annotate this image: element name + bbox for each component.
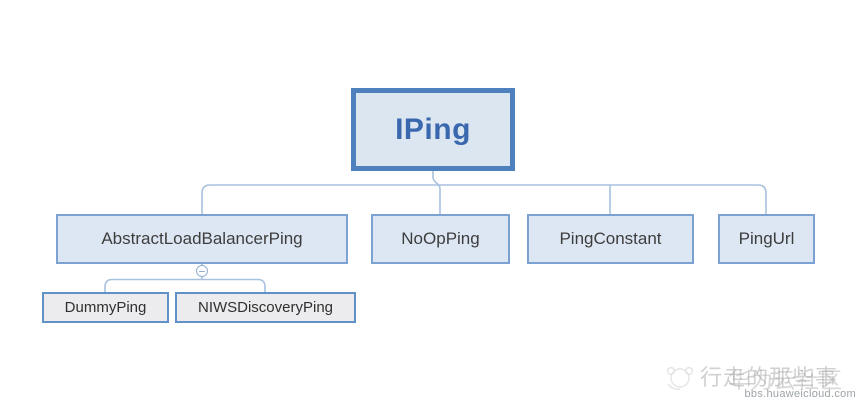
- watermark: 行走的那些事 华为云社区 bbs.huaweicloud.com: [660, 358, 860, 408]
- watermark-url: bbs.huaweicloud.com: [744, 388, 856, 400]
- collapse-minus-icon[interactable]: [196, 265, 208, 277]
- watermark-text-secondary: 华为云社区: [728, 368, 844, 393]
- node-abstractloadbalancerping[interactable]: AbstractLoadBalancerPing: [56, 214, 348, 264]
- watermark-logo-icon: [666, 366, 694, 390]
- node-dummyping[interactable]: DummyPing: [42, 292, 169, 323]
- connector-root-to-noopping: [432, 171, 441, 214]
- node-iping[interactable]: IPing: [351, 88, 515, 171]
- node-niwsdiscoveryping[interactable]: NIWSDiscoveryPing: [175, 292, 356, 323]
- connector-sub-rail: [104, 278, 266, 292]
- node-noopping[interactable]: NoOpPing: [371, 214, 510, 264]
- connector-main-rail: [201, 184, 767, 214]
- minus-bar: [199, 270, 205, 272]
- node-pingconstant[interactable]: PingConstant: [527, 214, 694, 264]
- node-pingurl[interactable]: PingUrl: [718, 214, 815, 264]
- watermark-text-primary: 行走的那些事: [700, 365, 839, 390]
